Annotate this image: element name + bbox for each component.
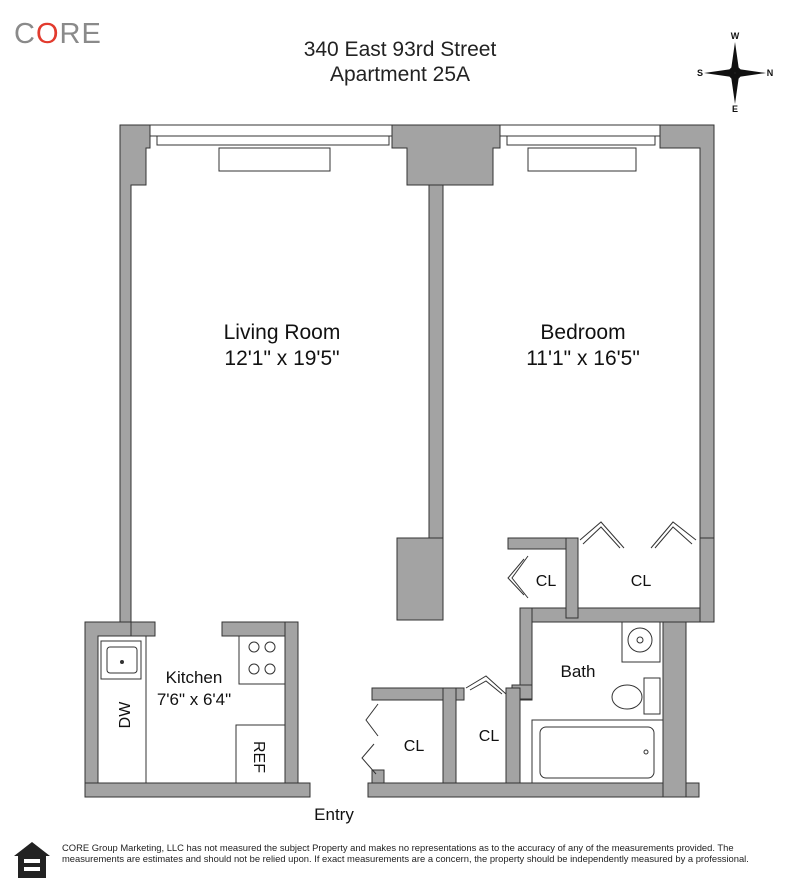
compass-s: S: [697, 68, 703, 78]
property-header: 340 East 93rd Street Apartment 25A: [200, 37, 600, 87]
kitchen-size: 7'6" x 6'4": [157, 690, 231, 709]
windows: [149, 124, 661, 172]
compass-rose: W S N E: [697, 31, 773, 114]
walls: [84, 124, 715, 798]
bedroom-name: Bedroom: [540, 321, 625, 344]
bath-name: Bath: [561, 662, 596, 681]
kitchen-fixtures: [97, 635, 286, 784]
refrigerator-label: REF: [250, 741, 267, 773]
closet-entry: CL: [479, 728, 500, 745]
stove-icon: [238, 635, 286, 685]
closet-hall: CL: [404, 738, 425, 755]
dishwasher-label: DW: [117, 701, 134, 729]
disclaimer-text: CORE Group Marketing, LLC has not measur…: [62, 842, 749, 864]
bedroom-size: 11'1" x 16'5": [526, 347, 640, 370]
bath-fixtures: [531, 621, 664, 784]
unit-line: Apartment 25A: [329, 63, 471, 86]
equal-housing-icon: [14, 842, 50, 878]
toilet-tank-icon: [643, 677, 661, 715]
kitchen-name: Kitchen: [166, 668, 223, 687]
fridge-icon: [235, 724, 286, 784]
closet-bedroom-large: CL: [631, 573, 652, 590]
compass-w: W: [731, 31, 740, 41]
compass-n: N: [767, 68, 774, 78]
core-logo: CORE: [14, 18, 102, 50]
closet-doors: [361, 521, 697, 775]
address-line: 340 East 93rd Street: [303, 38, 497, 61]
closet-bedroom-small: CL: [536, 573, 557, 590]
living-room-size: 12'1" x 19'5": [224, 347, 339, 370]
entry-label: Entry: [314, 805, 354, 824]
toilet-icon: [611, 684, 643, 710]
compass-e: E: [732, 104, 738, 114]
tub-icon: [539, 726, 655, 779]
living-room-name: Living Room: [224, 321, 341, 344]
